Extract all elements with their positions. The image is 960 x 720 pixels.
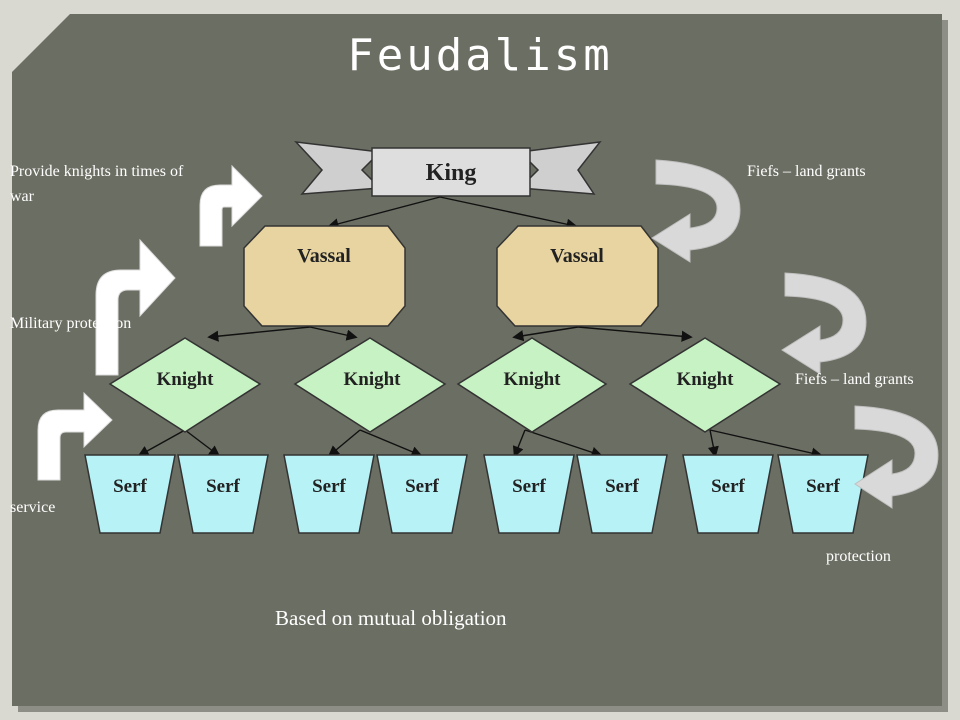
knight-node-1: Knight — [108, 337, 262, 433]
knight-label: Knight — [503, 369, 561, 390]
serf-label: Serf — [113, 476, 147, 497]
serf-node-4: Serf — [376, 454, 468, 534]
protection-label: protection — [826, 548, 891, 565]
connector-lines — [137, 196, 823, 459]
serf-label: Serf — [312, 476, 346, 497]
serf-node-1: Serf — [84, 454, 176, 534]
serf-node-3: Serf — [283, 454, 375, 534]
serf-label: Serf — [711, 476, 745, 497]
service-label: service — [10, 499, 56, 516]
knight-label: Knight — [676, 369, 734, 390]
king-banner: King — [294, 141, 602, 197]
vassal-node-right: Vassal — [496, 225, 659, 327]
serf-node-8: Serf — [777, 454, 869, 534]
provide-knights-label: Provide knights in times of war — [10, 163, 184, 205]
slide-title: Feudalism — [347, 30, 613, 81]
down-arrow-icon — [651, 159, 741, 263]
military-protection-label: Military protection — [10, 315, 132, 332]
knight-node-3: Knight — [456, 337, 608, 433]
knight-node-4: Knight — [628, 337, 782, 433]
serf-label: Serf — [405, 476, 439, 497]
vassal-label: Vassal — [297, 245, 351, 267]
king-label: King — [426, 160, 477, 186]
serf-node-6: Serf — [576, 454, 668, 534]
serf-label: Serf — [806, 476, 840, 497]
knight-label: Knight — [343, 369, 401, 390]
vassal-node-left: Vassal — [243, 225, 406, 327]
serf-node-2: Serf — [177, 454, 269, 534]
up-arrow-icon — [199, 164, 263, 247]
serf-label: Serf — [512, 476, 546, 497]
serf-node-5: Serf — [483, 454, 575, 534]
vassal-label: Vassal — [550, 245, 604, 267]
knight-node-2: Knight — [293, 337, 447, 433]
down-arrows — [651, 159, 939, 509]
caption: Based on mutual obligation — [275, 606, 507, 630]
knight-label: Knight — [156, 369, 214, 390]
serf-label: Serf — [206, 476, 240, 497]
up-arrows — [37, 164, 263, 481]
serf-node-7: Serf — [682, 454, 774, 534]
fiefs-top-label: Fiefs – land grants — [747, 163, 866, 180]
down-arrow-icon — [781, 272, 867, 375]
down-arrow-icon — [854, 405, 939, 509]
up-arrow-icon — [95, 238, 176, 376]
fiefs-mid-label: Fiefs – land grants — [795, 371, 914, 388]
up-arrow-icon — [37, 391, 113, 481]
serf-row: Serf Serf Serf Serf Serf Serf — [84, 454, 869, 534]
serf-label: Serf — [605, 476, 639, 497]
